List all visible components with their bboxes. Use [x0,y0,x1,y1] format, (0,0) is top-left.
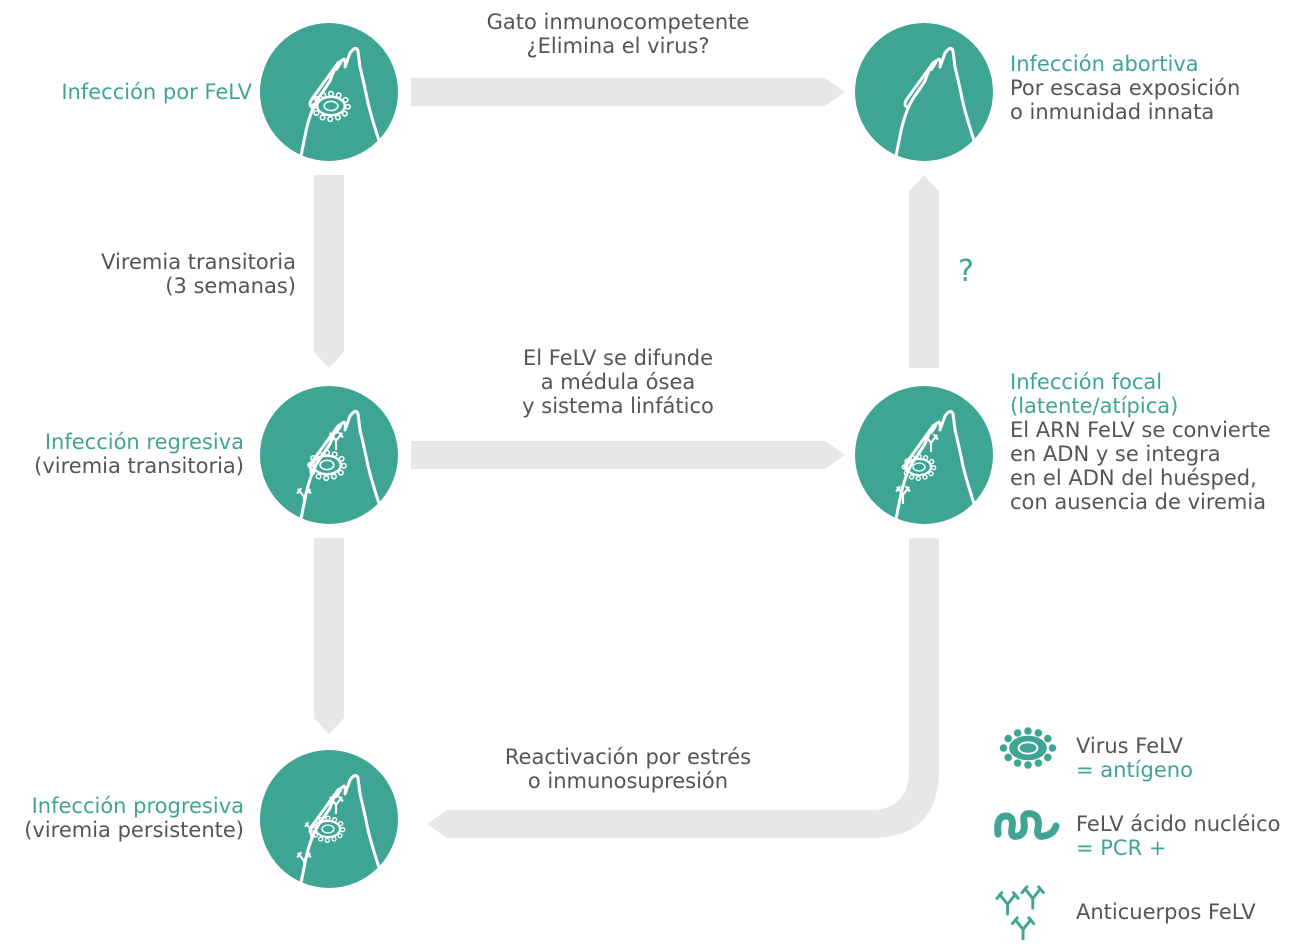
node-progressive-label: Infección progresiva (viremia persistent… [24,794,244,842]
node-focal-label: Infección focal (latente/atípica) El ARN… [1010,370,1271,514]
edge-bottom-label: Reactivación por estrés o inmunosupresió… [478,745,778,793]
legend-virus-title: Virus FeLV [1076,734,1183,758]
node-focal-circle [855,386,993,524]
edge-left-line-2: (3 semanas) [165,274,296,298]
node-regressive-label: Infección regresiva (viremia transitoria… [34,430,244,478]
node-abortive-title: Infección abortiva [1010,52,1199,76]
node-focal-desc-3: en el ADN del huésped, [1010,466,1257,490]
nucleic-acid-icon [994,810,1060,840]
node-abortive-desc-2: o inmunidad innata [1010,100,1215,124]
node-abortive-circle [855,23,993,161]
virus-icon [999,727,1057,769]
node-regressive-title: Infección regresiva [44,430,244,454]
arrow-infection-to-regressive [314,175,344,368]
edge-middle-line-2: a médula ósea [540,370,696,394]
legend-antibody-label: Anticuerpos FeLV [1076,900,1256,924]
edge-top-label: Gato inmunocompetente ¿Elimina el virus? [478,10,758,58]
edge-left-label: Viremia transitoria (3 semanas) [101,250,296,298]
node-infection-circle [260,23,398,161]
legend-nucleic-title: FeLV ácido nucléico [1076,812,1281,836]
legend-virus-label: Virus FeLV = antígeno [1076,734,1193,782]
arrow-regressive-to-progressive [314,538,344,734]
node-focal-title-2: (latente/atípica) [1010,394,1179,418]
cat-icon [855,23,993,161]
node-progressive-title: Infección progresiva [31,794,244,818]
legend-nucleic-label: FeLV ácido nucléico = PCR + [1076,812,1281,860]
node-abortive-desc-1: Por escasa exposición [1010,76,1241,100]
arrow-focal-to-progressive [427,538,939,838]
node-progressive-sub: (viremia persistente) [24,818,244,842]
node-regressive-circle [260,386,398,524]
legend-nucleic-sub: = PCR + [1076,836,1167,860]
edge-bottom-line-2: o inmunosupresión [527,769,729,793]
arrow-infection-to-abortive [411,78,845,106]
edge-middle-line-1: El FeLV se difunde [522,346,714,370]
node-focal-title-1: Infección focal [1010,370,1163,394]
node-focal-desc-2: en ADN y se integra [1010,442,1221,466]
node-regressive-sub: (viremia transitoria) [34,454,244,478]
node-infection-title: Infección por FeLV [61,80,252,104]
arrow-regressive-to-focal [411,441,845,469]
arrow-focal-to-abortive [909,175,939,368]
cat-with-nucleic-acid-and-antibodies-icon [855,386,993,524]
antibody-icon [995,885,1045,940]
node-focal-desc-1: El ARN FeLV se convierte [1010,418,1271,442]
cat-with-virus-icon [260,23,398,161]
legend-virus-sub: = antígeno [1076,758,1193,782]
edge-bottom-line-1: Reactivación por estrés [504,745,752,769]
node-abortive-label: Infección abortiva Por escasa exposición… [1010,52,1240,124]
edge-middle-label: El FeLV se difunde a médula ósea y siste… [478,346,758,418]
node-progressive-circle [260,750,398,888]
edge-question-mark: ? [958,254,974,289]
edge-left-line-1: Viremia transitoria [101,250,296,274]
cat-with-virus-and-antibodies-icon [296,386,398,524]
edge-top-line-1: Gato inmunocompetente [486,10,750,34]
edge-middle-line-3: y sistema linfático [522,394,714,418]
node-focal-desc-4: con ausencia de viremia [1010,490,1267,514]
edge-top-line-2: ¿Elimina el virus? [526,34,710,58]
cat-with-virus-and-antibodies-icon [296,750,398,888]
